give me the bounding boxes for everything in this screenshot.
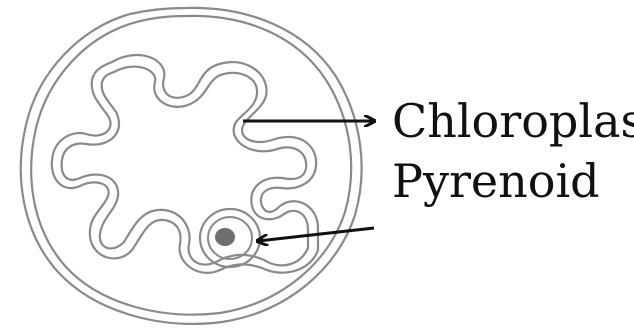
pyrenoid [200, 209, 260, 267]
cell-wall [21, 8, 362, 324]
cell-wall-outer-line [21, 8, 362, 324]
pyrenoid-arrow [258, 228, 374, 241]
pyrenoid-label: Pyrenoid [392, 158, 600, 204]
chloroplast-label: Chloroplast [392, 98, 634, 144]
pyrenoid-core [215, 228, 235, 246]
cell-wall-inner-line [31, 16, 351, 315]
